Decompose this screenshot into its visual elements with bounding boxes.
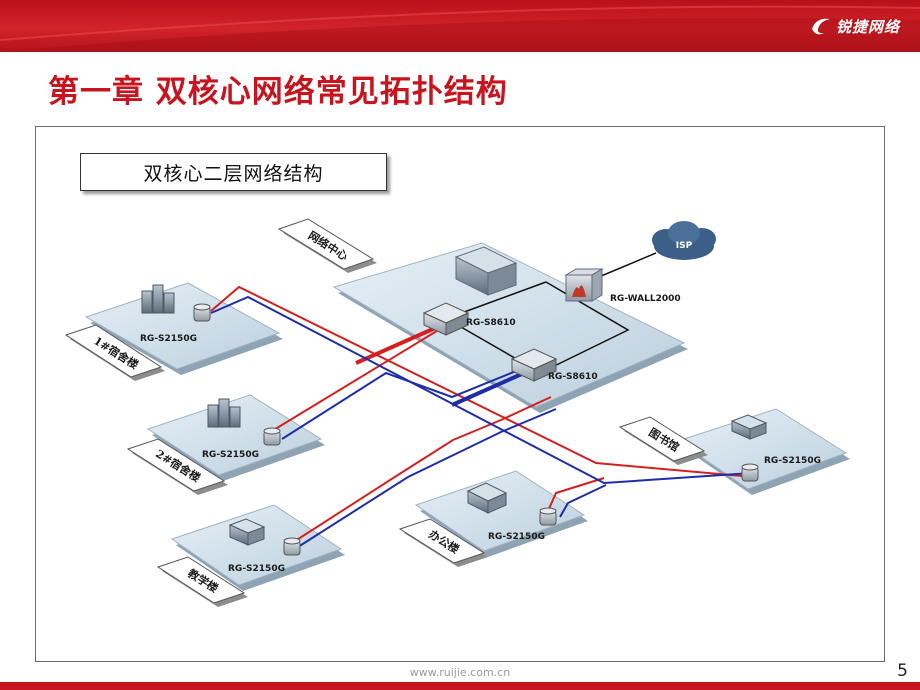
switch-dorm2-icon (263, 427, 281, 446)
label-sw-office: RG-S2150G (488, 532, 545, 542)
link-core1-fw (455, 281, 547, 316)
teaching-building-icon (228, 518, 266, 546)
label-isp: ISP (676, 241, 693, 251)
header-swoosh (0, 5, 920, 52)
datacenter-building-icon (454, 246, 518, 296)
firewall-icon (564, 268, 604, 302)
dorm1-building-icon (141, 284, 175, 314)
switch-library-icon (741, 463, 759, 482)
logo-swirl-icon (811, 18, 830, 35)
link-blue-teaching (297, 408, 557, 548)
links-blue (210, 295, 753, 548)
footer-url[interactable]: www.ruijie.com.cn (409, 666, 511, 679)
label-sw-dorm2: RG-S2150G (202, 450, 259, 460)
tag-network-center: 网络中心 (277, 218, 377, 273)
label-sw-teaching: RG-S2150G (228, 564, 285, 574)
link-fw-isp (593, 252, 657, 280)
library-building-icon (730, 414, 768, 440)
link-red-office (547, 477, 605, 512)
link-blue-dorm2 (281, 366, 527, 440)
link-red-dorm1 (210, 285, 754, 478)
label-core2: RG-S8610 (548, 372, 598, 382)
isp-cloud-icon: ISP (652, 221, 716, 260)
office-building-icon (466, 482, 508, 514)
switch-teaching-icon (283, 537, 301, 556)
topology-canvas: 网络中心 1#宿舍楼 2#宿舍楼 教学楼 办公楼 图书馆 (64, 218, 850, 607)
platform-teaching (170, 504, 345, 591)
page-number: 5 (897, 661, 908, 681)
switch-dorm1-icon (193, 303, 211, 322)
label-sw-library: RG-S2150G (764, 456, 821, 466)
link-core1-core2 (453, 322, 521, 362)
tag-office: 办公楼 (398, 518, 488, 567)
topology-diagram: 网络中心 1#宿舍楼 2#宿舍楼 教学楼 办公楼 图书馆 (35, 126, 885, 662)
core-switch-1-icon (422, 302, 470, 336)
platform-office (414, 470, 588, 557)
link-red-dorm2 (271, 322, 451, 432)
footer-bar (0, 682, 920, 690)
core-switch-2-icon (510, 348, 558, 382)
logo-text: 锐捷网络 (835, 17, 900, 36)
link-blue-dorm1 (210, 295, 753, 485)
tag-teaching: 教学楼 (156, 556, 248, 607)
diagram-subtitle: 双核心二层网络结构 (80, 153, 387, 191)
platform-network-center (332, 242, 688, 413)
label-firewall: RG-WALL2000 (610, 294, 681, 304)
label-core1: RG-S8610 (466, 318, 516, 328)
brand-logo: 锐捷网络 (810, 13, 900, 39)
link-red-backbone (355, 323, 443, 365)
label-sw-dorm1: RG-S2150G (140, 334, 197, 344)
page-title: 第一章 双核心网络常见拓扑结构 (48, 74, 508, 110)
links-red (210, 285, 754, 544)
switch-office-icon (539, 507, 557, 526)
link-blue-backbone (451, 371, 525, 407)
tag-library: 图书馆 (618, 416, 708, 465)
header-bar: 锐捷网络 (0, 0, 920, 52)
link-blue-office (559, 484, 607, 518)
link-red-teaching (291, 396, 552, 544)
dorm2-building-icon (207, 398, 241, 428)
